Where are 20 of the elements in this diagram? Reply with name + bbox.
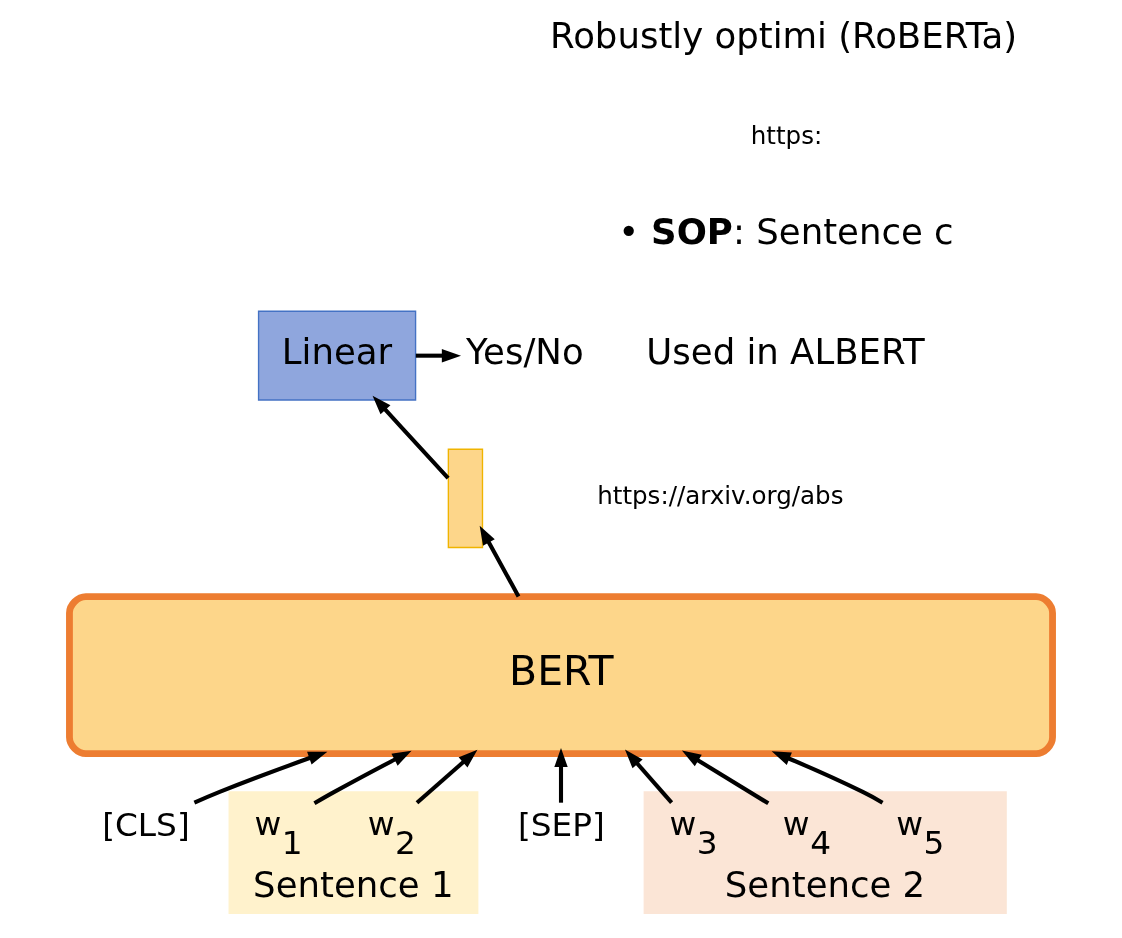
node-text: [SEP] [517, 805, 605, 844]
node-text: [CLS] [102, 805, 190, 844]
node-box: BERT [66, 593, 1056, 758]
label: Used in ALBERT [646, 331, 925, 373]
arrow [193, 751, 328, 805]
arrow [479, 525, 521, 598]
label: • SOP: Sentence c [618, 211, 954, 253]
label: Robustly optimi (RoBERTa) [550, 14, 1018, 56]
arrow [624, 749, 674, 805]
node-box [447, 448, 484, 549]
label: https: [750, 120, 823, 150]
label: https://arxiv.org/abs [597, 481, 844, 511]
node-text: Yes/No [466, 331, 584, 373]
arrow [415, 348, 461, 363]
arrow [554, 747, 568, 803]
arrow [681, 750, 770, 806]
arrow [372, 395, 450, 480]
arrow [771, 751, 884, 805]
node-box: Linear [257, 310, 417, 401]
arrow [313, 750, 412, 806]
